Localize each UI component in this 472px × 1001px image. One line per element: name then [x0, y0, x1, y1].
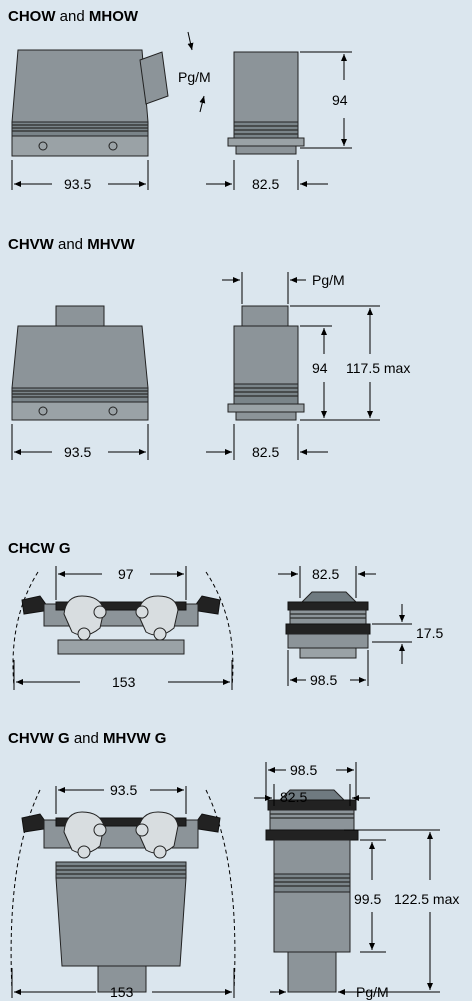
chcw-g-side-view [285, 591, 371, 659]
s2-pg-label: Pg/M [312, 272, 345, 288]
s4-height-max-label: 122.5 max [394, 891, 459, 907]
s4-width985-label: 98.5 [290, 762, 317, 778]
s1-width2-label: 82.5 [252, 176, 279, 192]
section3-dimensions [13, 566, 412, 690]
s2-width1-label: 93.5 [64, 444, 91, 460]
section-title-chcw-g: CHCW G [8, 540, 71, 557]
section4-dimensions [11, 762, 440, 998]
section-title-chvw-mhvw: CHVW and MHVW [8, 236, 135, 253]
chvw-front-view [227, 305, 305, 421]
chvw-side-view [11, 305, 149, 421]
section2-dimensions [11, 272, 380, 460]
s2-height-label: 94 [312, 360, 328, 376]
chvw-g-side-view [265, 789, 359, 993]
s3-width985-label: 98.5 [310, 672, 337, 688]
section-title-chvw-g-mhvw-g: CHVW G and MHVW G [8, 730, 167, 747]
s2-width2-label: 82.5 [252, 444, 279, 460]
chow-front-view [227, 51, 305, 155]
s2-height-max-label: 117.5 max [346, 360, 410, 376]
s3-width153-label: 153 [112, 674, 136, 690]
s4-pg-label: Pg/M [356, 984, 389, 1000]
s4-width825-label: 82.5 [280, 789, 307, 805]
chow-side-view [11, 49, 169, 157]
section1-dimensions [11, 31, 352, 190]
chvw-g-front-view [10, 789, 236, 993]
s3-width825-label: 82.5 [312, 566, 339, 582]
s4-width153-label: 153 [110, 984, 134, 1000]
s1-height-label: 94 [332, 92, 348, 108]
s3-height-label: 17.5 [416, 625, 443, 641]
chcw-g-front-view [12, 571, 234, 687]
s3-width97-label: 97 [118, 566, 134, 582]
s4-height-label: 99.5 [354, 891, 381, 907]
s1-width1-label: 93.5 [64, 176, 91, 192]
s1-pg-label: Pg/M [178, 69, 211, 85]
section-title-chow-mhow: CHOW and MHOW [8, 8, 139, 25]
s4-width935-label: 93.5 [110, 782, 137, 798]
